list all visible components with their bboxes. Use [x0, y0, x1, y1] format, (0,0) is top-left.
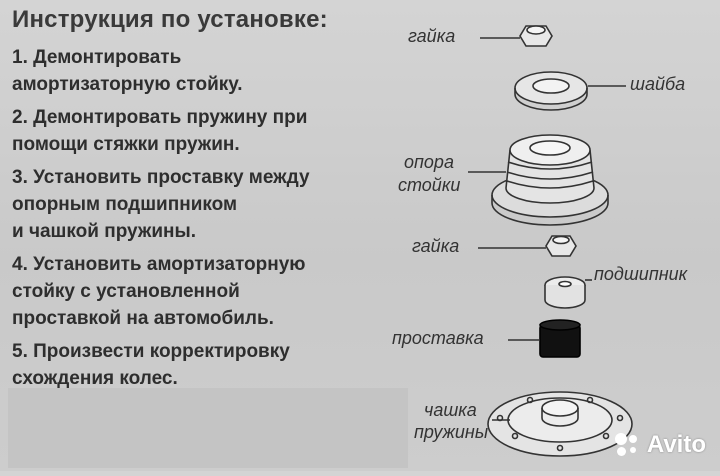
spring-cup-drawing — [487, 391, 633, 457]
label-cup-line1: чашка — [424, 400, 477, 420]
step-2: 2. Демонтировать пружину при помощи стяж… — [12, 104, 392, 158]
step-line: схождения колес. — [12, 368, 178, 389]
diagram-drawing — [468, 25, 633, 457]
label-mount-line2: стойки — [398, 175, 461, 195]
label-bearing: подшипник — [594, 264, 688, 284]
label-washer: шайба — [630, 74, 686, 94]
label-mount-line1: опора — [404, 152, 454, 172]
spacer-drawing — [539, 319, 581, 358]
step-1: 1. Демонтировать амортизаторную стойку. — [12, 44, 392, 98]
step-line: стойку с установленной — [12, 281, 240, 302]
step-line: 4. Установить амортизаторную — [12, 254, 306, 275]
label-nut-top: гайка — [408, 26, 456, 46]
step-3: 3. Установить проставку между опорным по… — [12, 164, 392, 245]
instructions-title: Инструкция по установке: — [12, 6, 328, 33]
nut-middle-drawing — [545, 235, 577, 257]
blank-panel — [8, 388, 408, 468]
label-cup-line2: пружины — [414, 422, 489, 442]
step-line: помощи стяжки пружин. — [12, 134, 240, 155]
step-line: проставкой на автомобиль. — [12, 308, 274, 329]
washer-drawing — [514, 71, 588, 111]
bearing-drawing — [544, 276, 586, 309]
avito-brand-text: Avito — [646, 431, 706, 458]
instructions: Инструкция по установке: 1. Демонтироват… — [12, 6, 412, 398]
step-5: 5. Произвести корректировку схождения ко… — [12, 338, 392, 392]
label-spacer: проставка — [392, 328, 484, 348]
step-4: 4. Установить амортизаторную стойку с ус… — [12, 251, 392, 332]
exploded-diagram: гайка шайба опора стойки гайка подшипник… — [360, 0, 720, 471]
step-line: 3. Установить проставку между — [12, 167, 310, 188]
step-line: 2. Демонтировать пружину при — [12, 107, 308, 128]
steps-list: 1. Демонтировать амортизаторную стойку. … — [12, 44, 412, 392]
avito-watermark: Avito — [613, 431, 706, 459]
step-line: 5. Произвести корректировку — [12, 341, 290, 362]
avito-logo-icon — [613, 431, 641, 459]
label-nut-middle: гайка — [412, 236, 460, 256]
step-line: 1. Демонтировать — [12, 47, 182, 68]
step-line: амортизаторную стойку. — [12, 74, 243, 95]
mount-drawing — [491, 134, 609, 226]
step-line: и чашкой пружины. — [12, 221, 196, 242]
step-line: опорным подшипником — [12, 194, 238, 215]
nut-top-drawing — [519, 25, 553, 47]
